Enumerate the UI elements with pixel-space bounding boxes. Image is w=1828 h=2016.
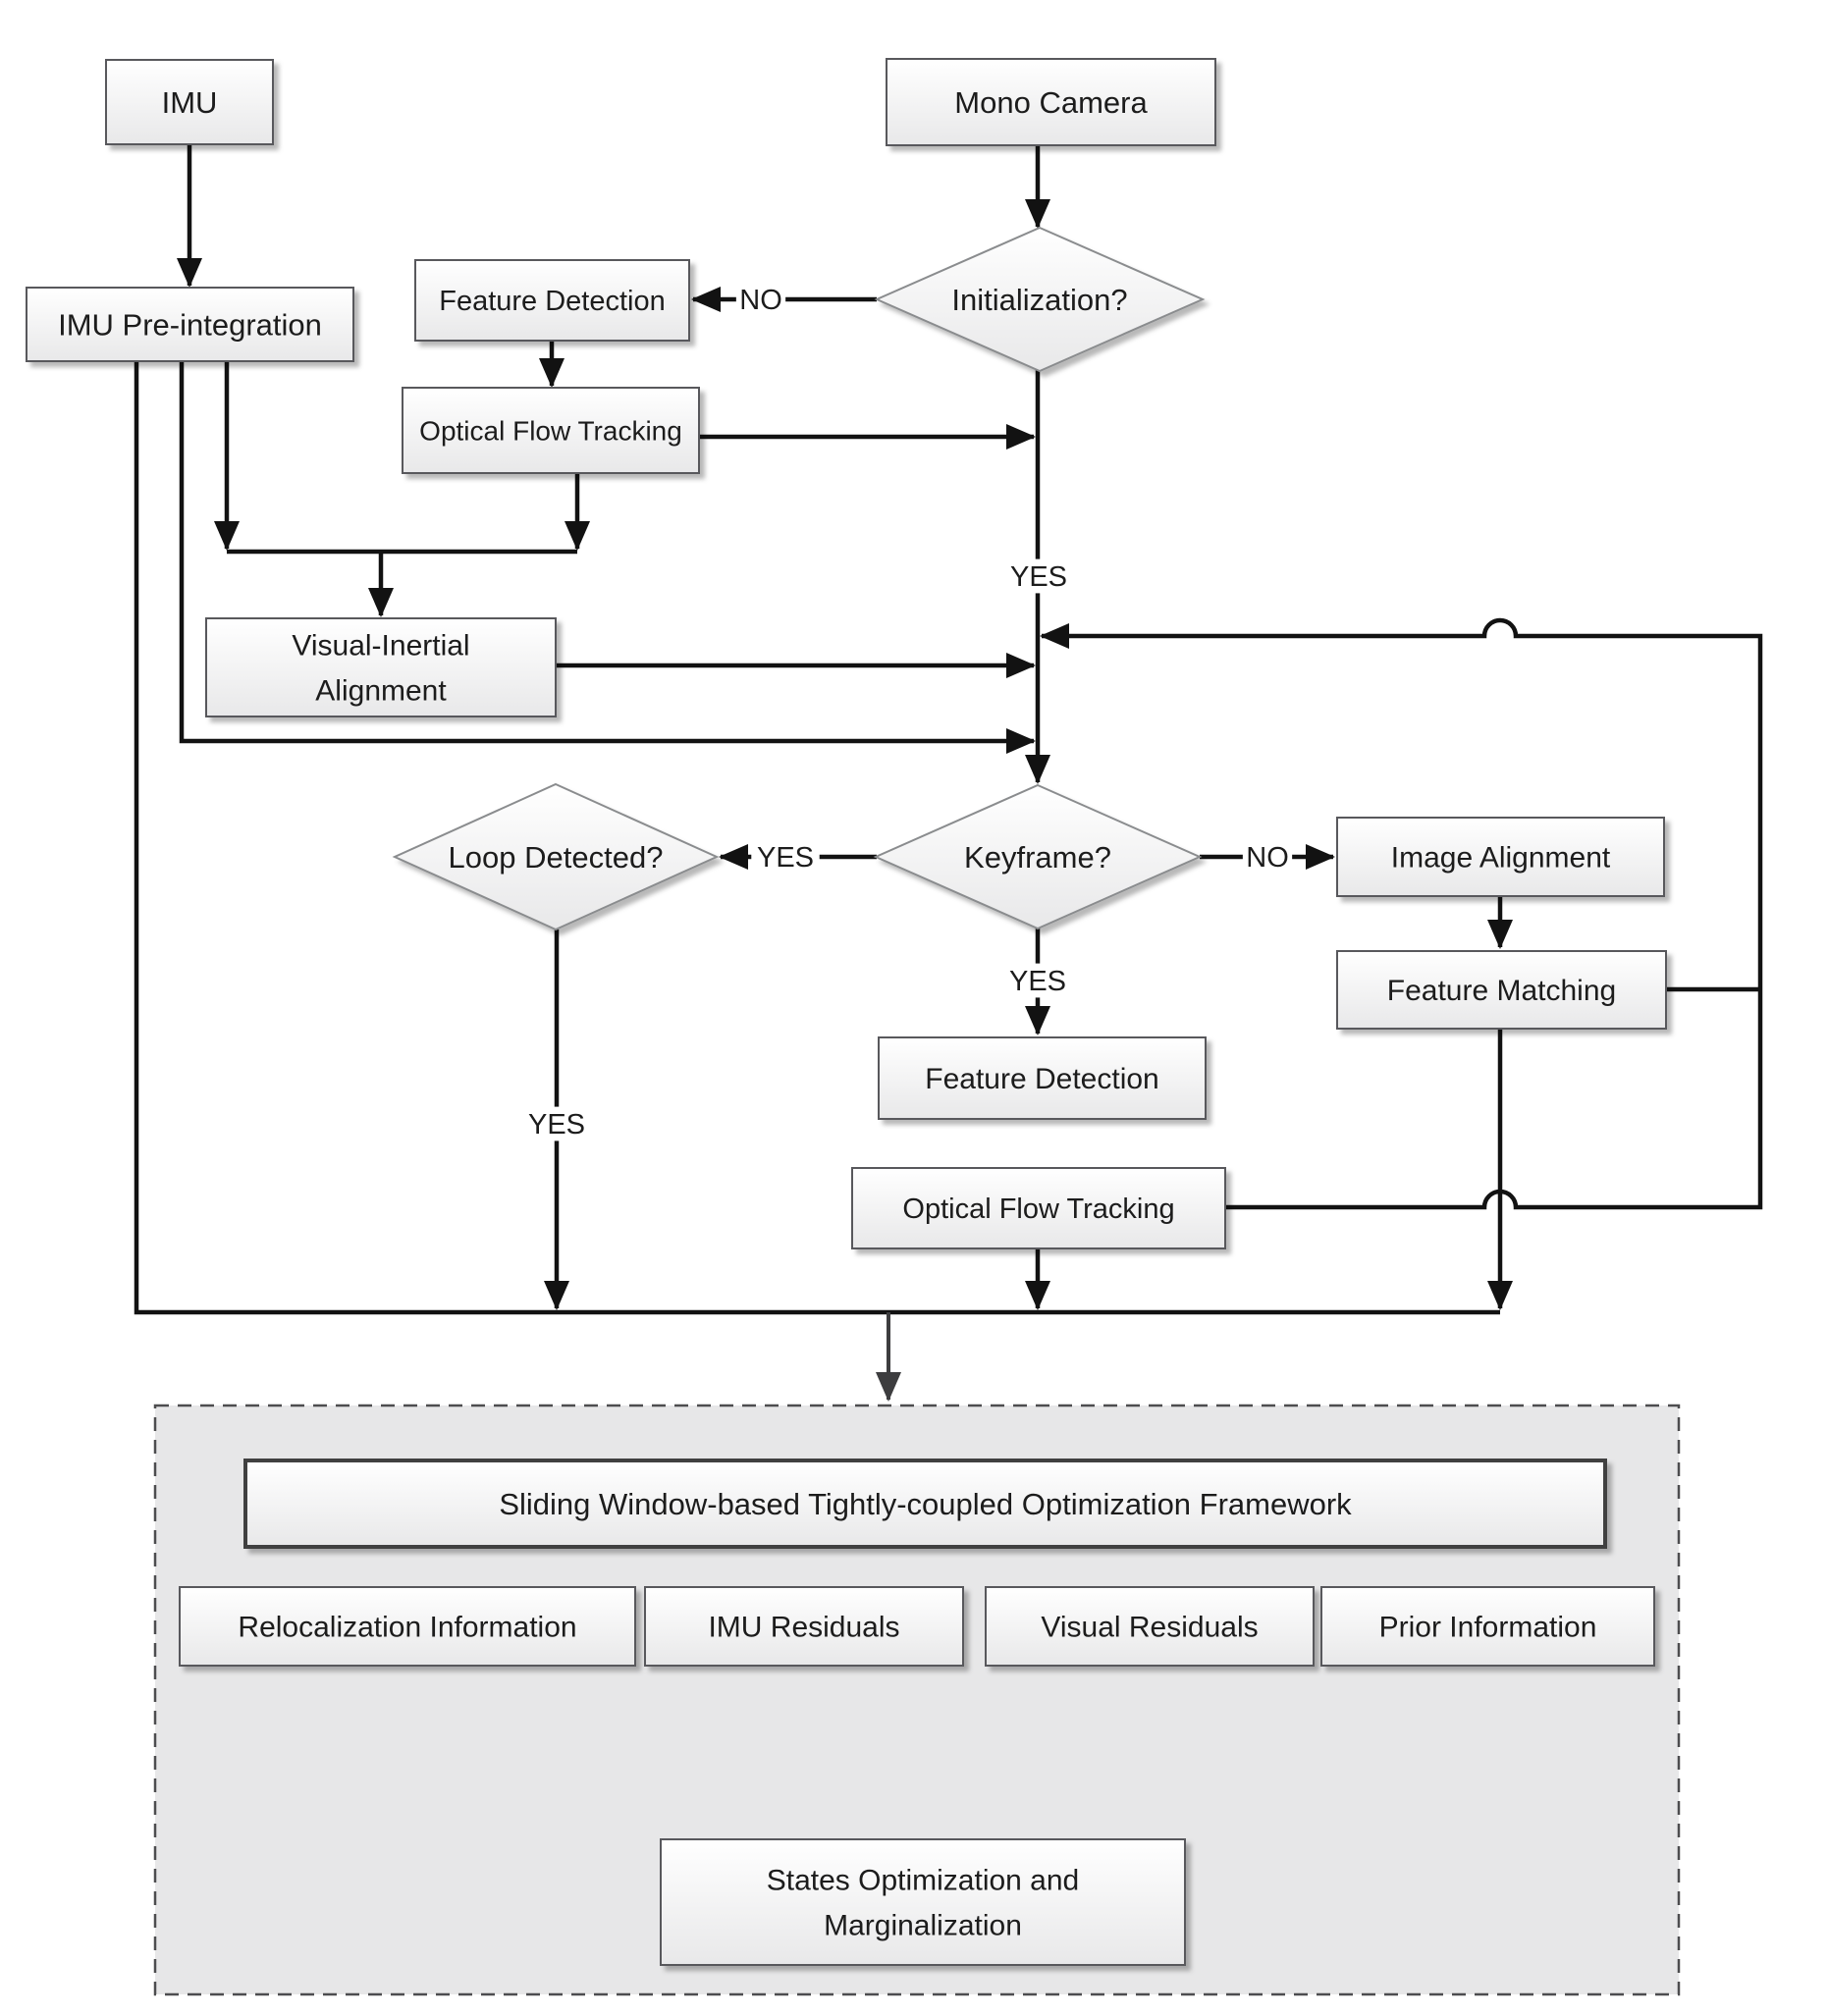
- node-label: Marginalization: [824, 1909, 1022, 1941]
- node-label: Mono Camera: [954, 85, 1148, 120]
- keyframe-shape: [873, 783, 1203, 930]
- node-label: IMU Residuals: [708, 1612, 899, 1644]
- node-label: Image Alignment: [1391, 842, 1611, 875]
- edge-preintegration-mid-to-main-line: [179, 361, 1036, 754]
- edge-label-loop-detected-yes: YES: [522, 1106, 591, 1141]
- edge-label-bg: [735, 282, 786, 317]
- node-feature-detection-1: Feature Detection: [414, 259, 690, 342]
- edge-label-layer: NO YES YES NO YES YES: [522, 282, 1293, 1141]
- node-label: IMU: [162, 85, 218, 120]
- node-label: States Optimization and: [767, 1865, 1080, 1897]
- image-alignment-shape: [1336, 817, 1665, 897]
- node-label: Optical Flow Tracking: [902, 1194, 1174, 1225]
- node-label: Visual Residuals: [1041, 1612, 1258, 1644]
- edge-label-text: YES: [528, 1109, 585, 1141]
- edge-label-text: YES: [757, 842, 814, 874]
- node-imu-residuals: IMU Residuals: [644, 1586, 964, 1667]
- node-optical-flow-tracking-1: Optical Flow Tracking: [402, 387, 700, 474]
- visual-residuals-shape: [985, 1586, 1315, 1667]
- sliding-window-framework-shape: [243, 1459, 1607, 1549]
- edge-label-bg: [751, 839, 820, 875]
- node-mono-camera: Mono Camera: [886, 58, 1216, 146]
- initialization-shape: [874, 226, 1206, 373]
- mono-camera-shape: [886, 58, 1216, 146]
- node-initialization: Initialization?: [874, 226, 1206, 373]
- optical-flow-tracking-2-shape: [851, 1167, 1226, 1249]
- node-image-alignment: Image Alignment: [1336, 817, 1665, 897]
- node-feature-matching: Feature Matching: [1336, 950, 1667, 1030]
- edge-label-bg: [1003, 963, 1072, 998]
- node-label: Sliding Window-based Tightly-coupled Opt…: [499, 1487, 1352, 1521]
- optical-flow-tracking-1-shape: [402, 387, 700, 474]
- node-label: Loop Detected?: [449, 840, 664, 875]
- edge-feedback-to-main-line: [1040, 617, 1763, 1210]
- node-label: Alignment: [315, 674, 447, 707]
- node-sliding-window-framework: Sliding Window-based Tightly-coupled Opt…: [243, 1459, 1607, 1549]
- edge-label-keyframe-yes-down: YES: [1003, 963, 1072, 998]
- edge-label-bg: [1004, 558, 1073, 594]
- prior-information-shape: [1320, 1586, 1655, 1667]
- edge-label-keyframe-no-right: NO: [1242, 839, 1293, 875]
- node-relocalization-information: Relocalization Information: [179, 1586, 636, 1667]
- node-imu-preintegration: IMU Pre-integration: [26, 287, 354, 362]
- edge-label-initialization-yes: YES: [1004, 558, 1073, 594]
- feature-detection-2-shape: [878, 1036, 1207, 1120]
- node-label: Optical Flow Tracking: [419, 415, 682, 446]
- feature-detection-1-shape: [414, 259, 690, 342]
- node-visual-residuals: Visual Residuals: [985, 1586, 1315, 1667]
- node-loop-detected: Loop Detected?: [392, 782, 720, 931]
- edge-label-keyframe-yes-left: YES: [751, 839, 820, 875]
- node-label: Feature Matching: [1387, 975, 1616, 1007]
- node-label: Feature Detection: [439, 286, 666, 317]
- edge-label-bg: [1242, 839, 1293, 875]
- node-optical-flow-tracking-2: Optical Flow Tracking: [851, 1167, 1226, 1249]
- relocalization-information-shape: [179, 1586, 636, 1667]
- edge-label-text: YES: [1010, 561, 1067, 593]
- node-label: Feature Detection: [925, 1063, 1158, 1095]
- imu-residuals-shape: [644, 1586, 964, 1667]
- node-label: Visual-Inertial: [292, 630, 469, 663]
- node-prior-information: Prior Information: [1320, 1586, 1655, 1667]
- edge-label-initialization-no: NO: [735, 282, 786, 317]
- loop-detected-shape: [392, 782, 720, 931]
- edge-preintegration-left-to-bottom-bus: [134, 361, 1500, 1315]
- imu-shape: [105, 59, 274, 145]
- edge-label-text: NO: [1246, 842, 1289, 874]
- edge-label-bg: [522, 1106, 591, 1141]
- node-label: Keyframe?: [964, 840, 1111, 875]
- edge-label-text: YES: [1009, 966, 1066, 997]
- edge-label-text: NO: [739, 285, 782, 316]
- visual-inertial-alignment-shape: [205, 617, 557, 717]
- node-imu: IMU: [105, 59, 274, 145]
- node-label: IMU Pre-integration: [58, 307, 322, 342]
- node-label: Relocalization Information: [238, 1612, 576, 1644]
- node-label: Prior Information: [1379, 1612, 1597, 1644]
- node-feature-detection-2: Feature Detection: [878, 1036, 1207, 1120]
- feature-matching-shape: [1336, 950, 1667, 1030]
- node-keyframe: Keyframe?: [873, 783, 1203, 930]
- states-optimization-shape: [660, 1838, 1186, 1966]
- imu-preintegration-shape: [26, 287, 354, 362]
- node-label: Initialization?: [951, 283, 1127, 317]
